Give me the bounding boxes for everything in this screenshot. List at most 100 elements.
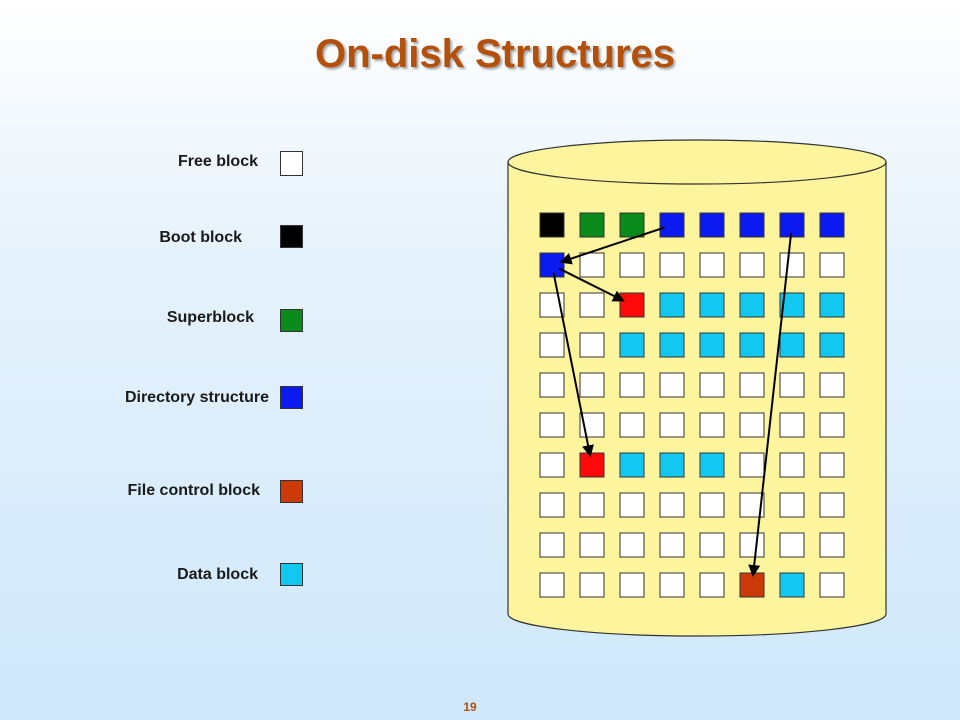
block-free-r6-c6 [779, 452, 805, 478]
pointer-arrows [552, 226, 793, 578]
legend-label-super: Superblock [166, 309, 254, 326]
block-dir-r0-c4 [699, 212, 725, 238]
block-free-r8-c5 [739, 532, 765, 558]
block-free-r5-c2 [619, 412, 645, 438]
legend-label-free: Free block [177, 153, 258, 170]
legend-label-dir: Directory structure [124, 389, 269, 406]
block-free-r8-c2 [619, 532, 645, 558]
block-free-r5-c0 [539, 412, 565, 438]
block-data-r3-c3 [659, 332, 685, 358]
block-free-r8-c7 [819, 532, 845, 558]
block-free-r7-c0 [539, 492, 565, 518]
block-super-r0-c1 [579, 212, 605, 238]
block-free-r4-c5 [739, 372, 765, 398]
block-free-r4-c4 [699, 372, 725, 398]
block-free-r8-c3 [659, 532, 685, 558]
legend-swatch-fcb [280, 480, 303, 503]
pointer-arrow-2 [558, 267, 625, 302]
block-dir-r1-c0 [539, 252, 565, 278]
block-free-r5-c6 [779, 412, 805, 438]
pointer-arrow-4 [748, 232, 793, 578]
block-free-r7-c4 [699, 492, 725, 518]
block-dir-r0-c7 [819, 212, 845, 238]
block-free-r2-c1 [579, 292, 605, 318]
block-free-r7-c1 [579, 492, 605, 518]
block-free-r7-c6 [779, 492, 805, 518]
block-free-r8-c6 [779, 532, 805, 558]
block-boot-r0-c0 [539, 212, 565, 238]
block-free-r7-c7 [819, 492, 845, 518]
block-free-r4-c0 [539, 372, 565, 398]
block-free-r5-c1 [579, 412, 605, 438]
block-free-r5-c3 [659, 412, 685, 438]
block-data-r6-c2 [619, 452, 645, 478]
block-data-r3-c4 [699, 332, 725, 358]
legend-label-data: Data block [177, 566, 258, 583]
legend-swatch-data [280, 563, 303, 586]
block-free-r3-c0 [539, 332, 565, 358]
block-free-r7-c2 [619, 492, 645, 518]
block-data-r2-c5 [739, 292, 765, 318]
block-data-r2-c7 [819, 292, 845, 318]
block-free-r2-c0 [539, 292, 565, 318]
block-grid [539, 212, 845, 598]
block-free-r1-c6 [779, 252, 805, 278]
block-data-r3-c5 [739, 332, 765, 358]
pointer-arrow-1 [559, 226, 665, 265]
block-data-r6-c3 [659, 452, 685, 478]
block-free-r9-c0 [539, 572, 565, 598]
block-free-r4-c7 [819, 372, 845, 398]
legend-label-boot: Boot block [159, 229, 242, 246]
block-free-r9-c7 [819, 572, 845, 598]
block-free-r1-c2 [619, 252, 645, 278]
page-number: 19 [463, 700, 477, 714]
block-red-r6-c1 [579, 452, 605, 478]
block-free-r3-c1 [579, 332, 605, 358]
block-free-r9-c4 [699, 572, 725, 598]
block-free-r1-c4 [699, 252, 725, 278]
block-free-r4-c3 [659, 372, 685, 398]
block-data-r2-c4 [699, 292, 725, 318]
legend-swatch-free [280, 151, 303, 176]
block-free-r9-c1 [579, 572, 605, 598]
block-free-r8-c1 [579, 532, 605, 558]
block-free-r1-c1 [579, 252, 605, 278]
block-super-r0-c2 [619, 212, 645, 238]
block-free-r1-c3 [659, 252, 685, 278]
block-free-r5-c4 [699, 412, 725, 438]
legend-swatch-boot [280, 225, 303, 248]
block-data-r3-c6 [779, 332, 805, 358]
block-free-r6-c0 [539, 452, 565, 478]
disk-cylinder-top [507, 139, 887, 185]
block-free-r1-c5 [739, 252, 765, 278]
block-free-r4-c1 [579, 372, 605, 398]
block-data-r2-c3 [659, 292, 685, 318]
block-data-r6-c4 [699, 452, 725, 478]
block-data-r3-c7 [819, 332, 845, 358]
block-fcb-r9-c5 [739, 572, 765, 598]
block-free-r4-c6 [779, 372, 805, 398]
legend-swatch-super [280, 309, 303, 332]
block-data-r9-c6 [779, 572, 805, 598]
block-dir-r0-c5 [739, 212, 765, 238]
legend-swatch-dir [280, 386, 303, 409]
block-data-r3-c2 [619, 332, 645, 358]
block-dir-r0-c3 [659, 212, 685, 238]
block-red-r2-c2 [619, 292, 645, 318]
block-free-r4-c2 [619, 372, 645, 398]
block-free-r5-c7 [819, 412, 845, 438]
block-free-r6-c5 [739, 452, 765, 478]
block-free-r8-c0 [539, 532, 565, 558]
block-free-r8-c4 [699, 532, 725, 558]
legend-label-fcb: File control block [127, 482, 260, 499]
block-free-r9-c3 [659, 572, 685, 598]
block-free-r1-c7 [819, 252, 845, 278]
block-free-r5-c5 [739, 412, 765, 438]
block-free-r7-c3 [659, 492, 685, 518]
pointer-arrow-3 [552, 272, 594, 458]
block-dir-r0-c6 [779, 212, 805, 238]
page-title: On-disk Structures [314, 32, 676, 76]
block-free-r6-c7 [819, 452, 845, 478]
block-free-r9-c2 [619, 572, 645, 598]
